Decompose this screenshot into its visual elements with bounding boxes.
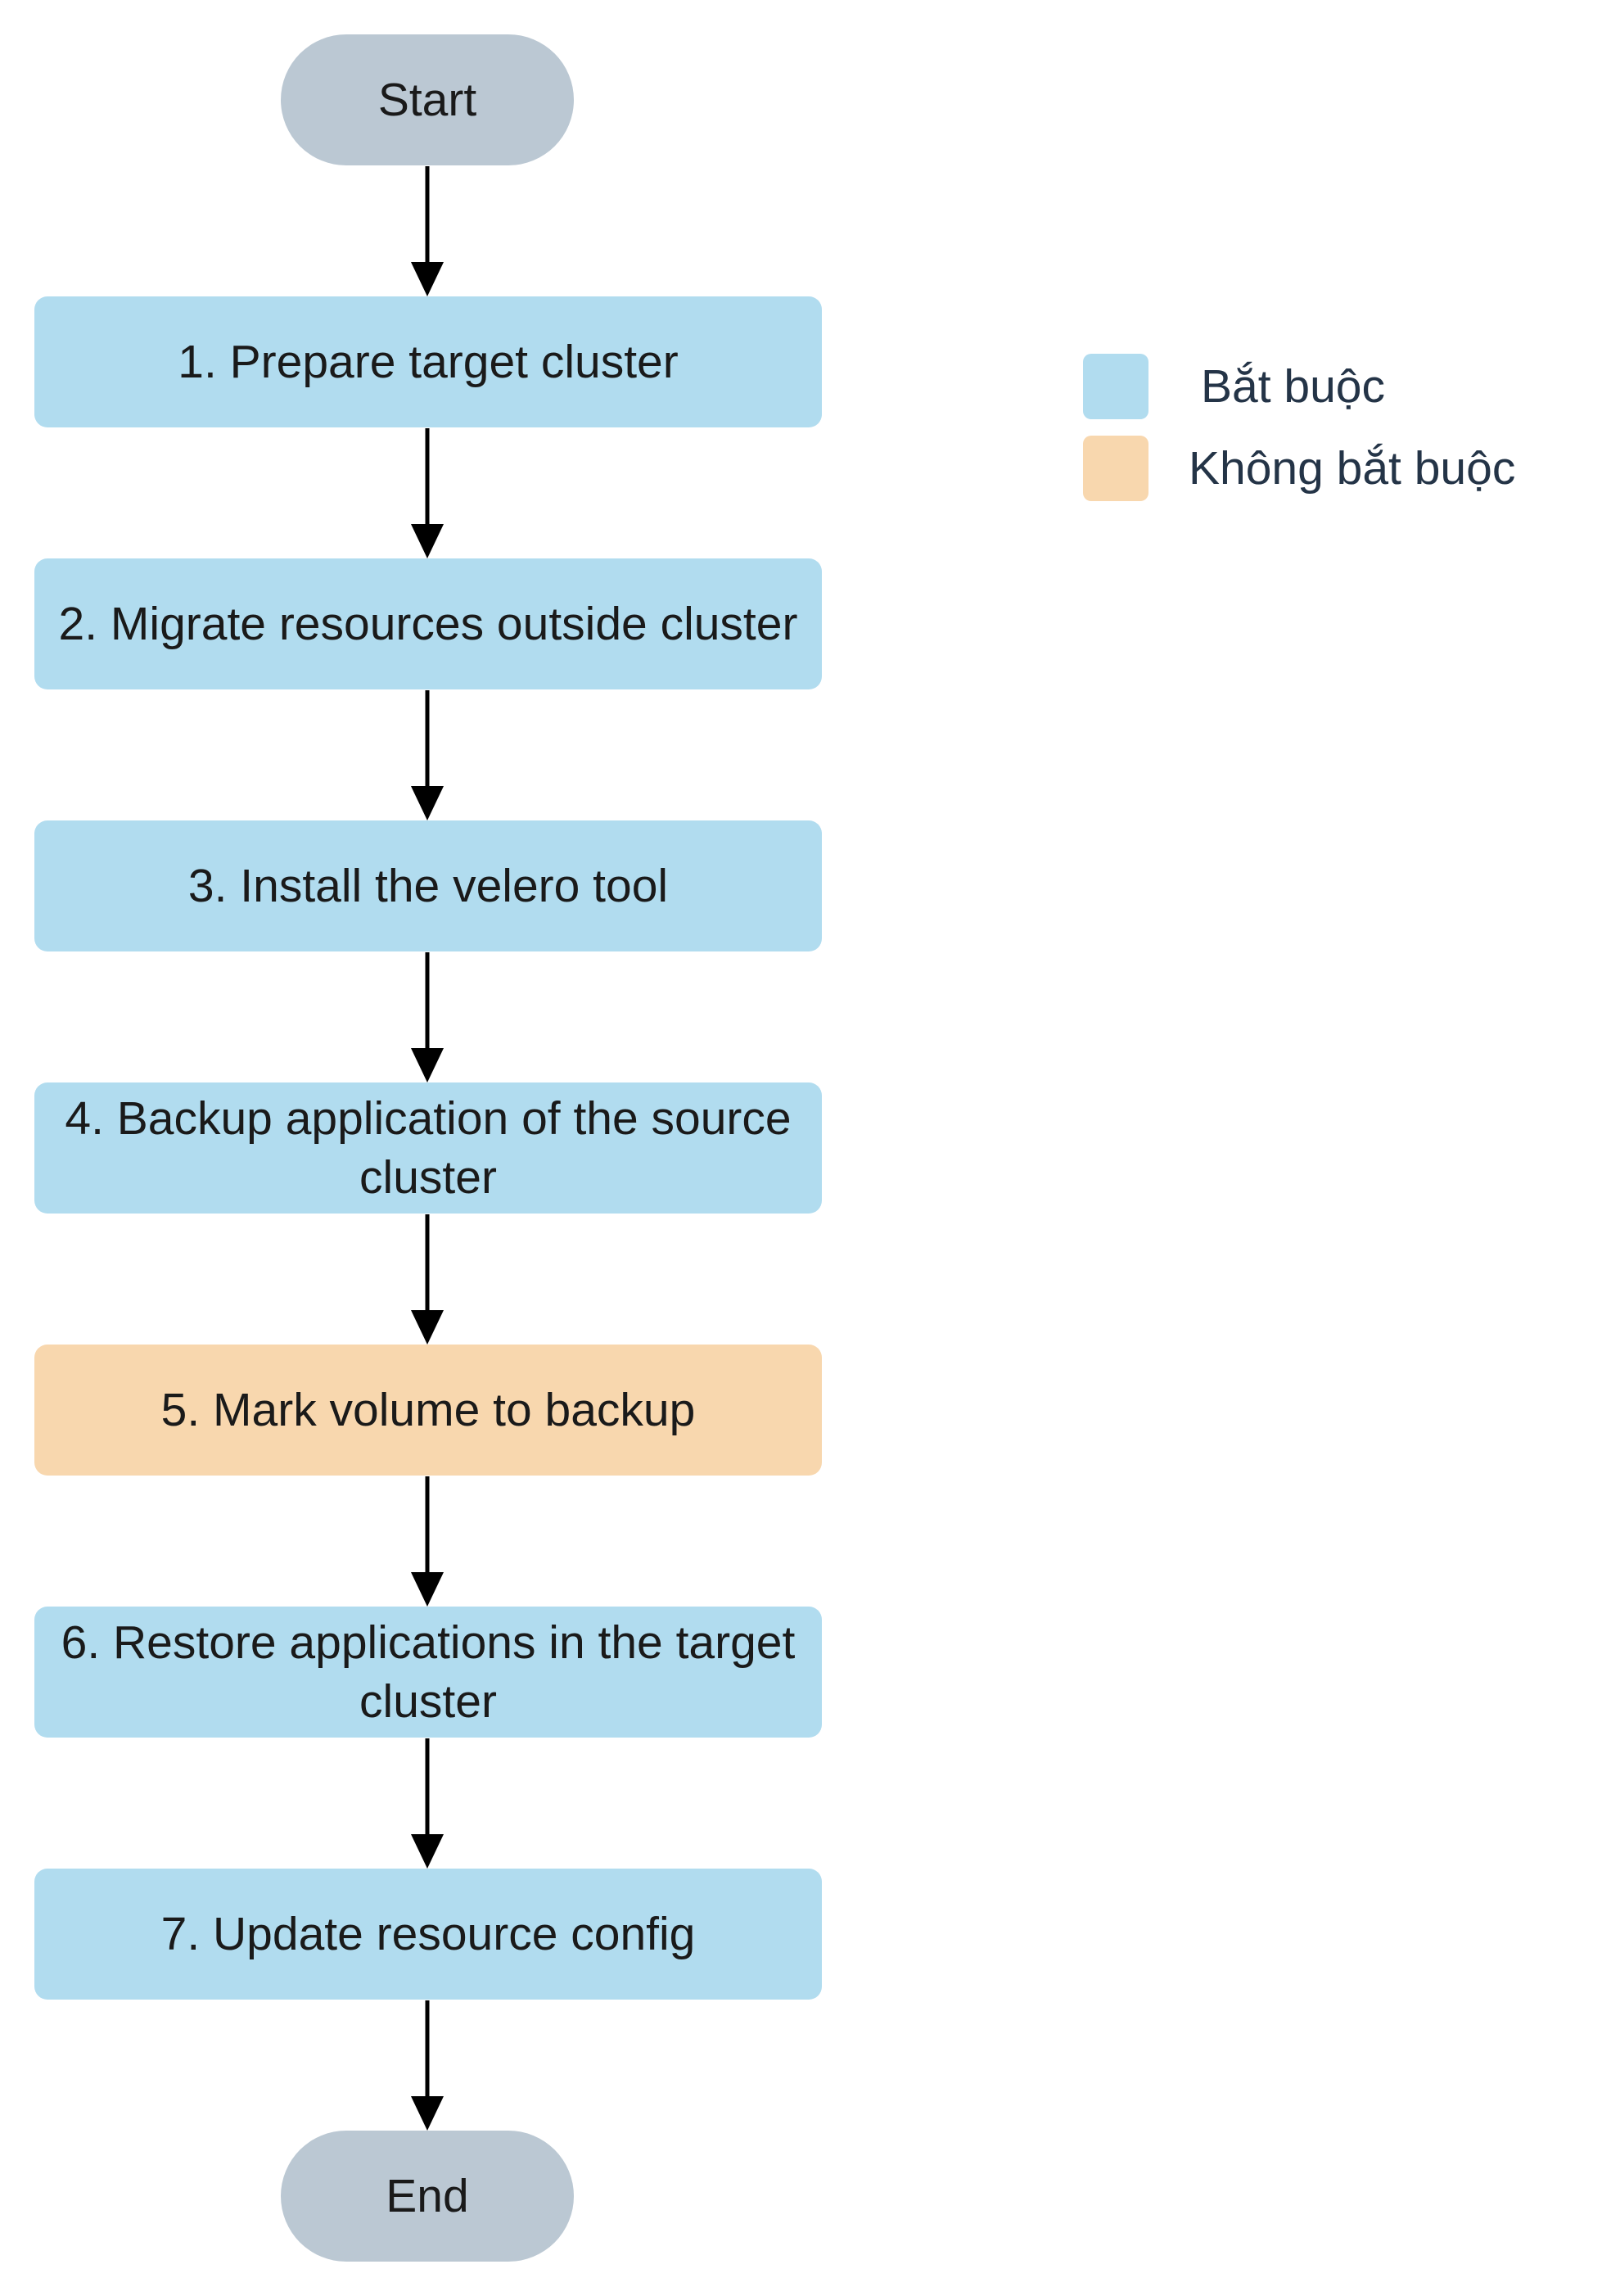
step-4-box: 4. Backup application of the source clus… <box>34 1082 822 1214</box>
step-2-box: 2. Migrate resources outside cluster <box>34 558 822 689</box>
legend-required-label: Bắt buộc <box>1201 360 1385 413</box>
legend-optional-swatch <box>1083 436 1148 501</box>
end-label: End <box>386 2170 469 2222</box>
step-5-label: 5. Mark volume to backup <box>160 1384 696 1436</box>
step-5-box: 5. Mark volume to backup <box>34 1345 822 1476</box>
arrow-step-1-to-step-2 <box>411 428 444 558</box>
step-3-label: 3. Install the velero tool <box>187 860 669 912</box>
arrow-step-7-to-end <box>411 2000 444 2131</box>
legend-required-swatch <box>1083 354 1148 419</box>
arrow-step-3-to-step-4 <box>411 952 444 1082</box>
arrow-step-4-to-step-5 <box>411 1214 444 1345</box>
step-6-label: 6. Restore applications in the target cl… <box>61 1616 796 1728</box>
start-label: Start <box>377 74 477 126</box>
end-node: End <box>281 2131 574 2262</box>
step-4-label: 4. Backup application of the source clus… <box>65 1092 792 1204</box>
step-7-box: 7. Update resource config <box>34 1869 822 2000</box>
step-3-box: 3. Install the velero tool <box>34 820 822 951</box>
step-2-label: 2. Migrate resources outside cluster <box>58 598 798 650</box>
start-node: Start <box>281 34 574 165</box>
step-6-box: 6. Restore applications in the target cl… <box>34 1607 822 1738</box>
step-1-box: 1. Prepare target cluster <box>34 296 822 427</box>
legend-optional-label: Không bắt buộc <box>1189 442 1516 495</box>
arrow-step-6-to-step-7 <box>411 1738 444 1869</box>
arrow-step-2-to-step-3 <box>411 690 444 820</box>
arrow-step-5-to-step-6 <box>411 1476 444 1607</box>
step-7-label: 7. Update resource config <box>160 1908 696 1960</box>
arrow-start-to-step-1 <box>411 166 444 296</box>
step-1-label: 1. Prepare target cluster <box>178 336 679 388</box>
